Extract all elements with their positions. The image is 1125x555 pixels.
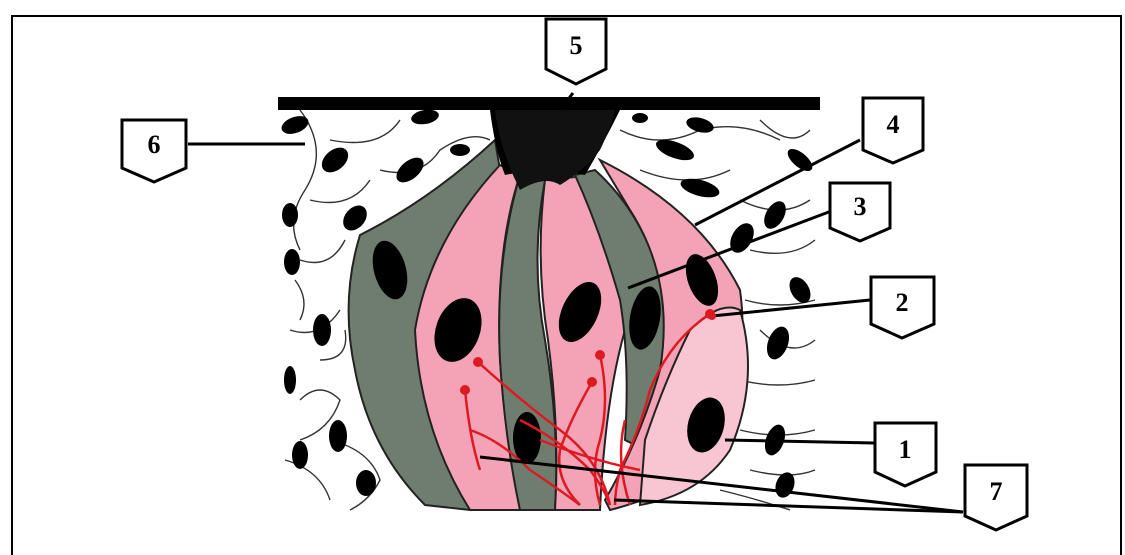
label-4: 4 (863, 98, 923, 163)
svg-text:5: 5 (570, 31, 583, 60)
svg-text:7: 7 (990, 477, 1003, 506)
label-2: 2 (871, 277, 934, 338)
svg-text:4: 4 (887, 110, 900, 139)
label-1: 1 (875, 423, 936, 486)
label-7: 7 (965, 465, 1027, 530)
marker-dot-2 (708, 312, 716, 320)
svg-text:1: 1 (899, 435, 912, 464)
label-5: 5 (546, 19, 606, 84)
label-3: 3 (830, 183, 890, 241)
svg-text:3: 3 (854, 192, 867, 221)
svg-text:2: 2 (896, 288, 909, 317)
label-6: 6 (122, 120, 186, 182)
svg-text:6: 6 (148, 130, 161, 159)
